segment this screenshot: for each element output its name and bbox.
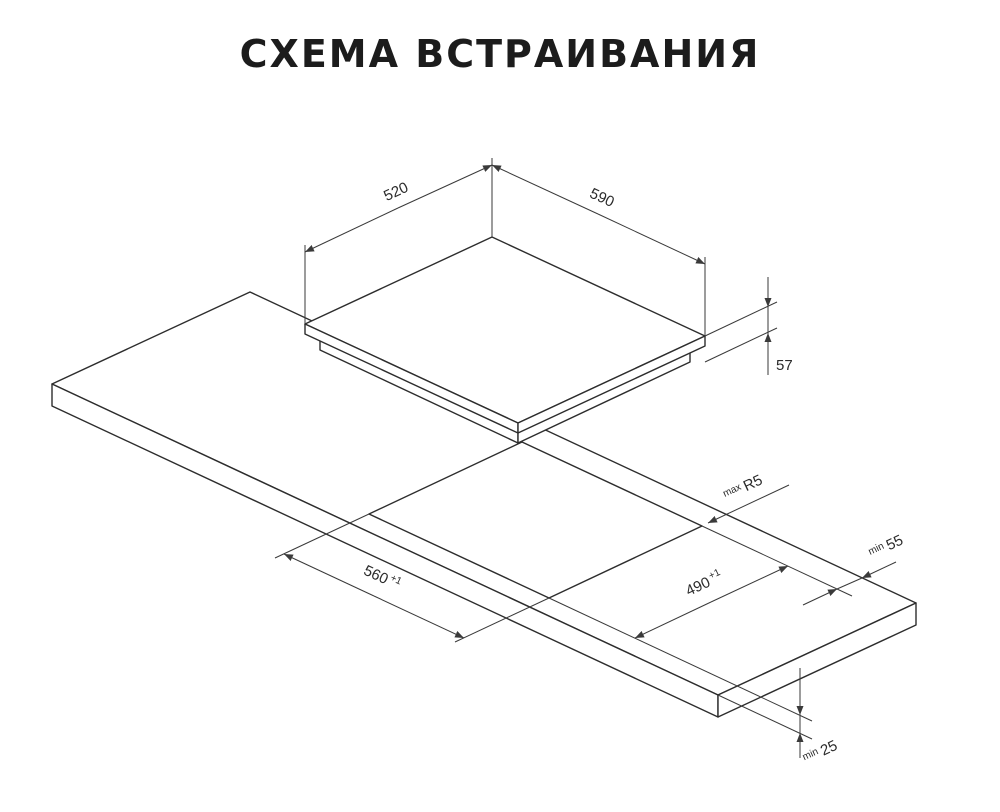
countertop-right-face bbox=[717, 602, 917, 718]
dimension-hob-width-label: 590 bbox=[587, 185, 617, 211]
dim-cutout-width: 560+1 bbox=[274, 513, 550, 643]
dimension-front-clearance-label: min25 bbox=[801, 737, 841, 768]
dimension-hob-height-label: 57 bbox=[776, 357, 793, 374]
hob bbox=[304, 236, 706, 444]
dim-hob-height: 57 bbox=[704, 277, 793, 375]
dimension-side-clearance-label: min55 bbox=[866, 532, 906, 563]
hob-plate-right-face bbox=[517, 335, 706, 434]
countertop bbox=[51, 291, 917, 718]
dimension-hob-depth-label: 520 bbox=[381, 179, 411, 205]
diagram-title: СХЕМА ВСТРАИВАНИЯ bbox=[239, 32, 761, 76]
